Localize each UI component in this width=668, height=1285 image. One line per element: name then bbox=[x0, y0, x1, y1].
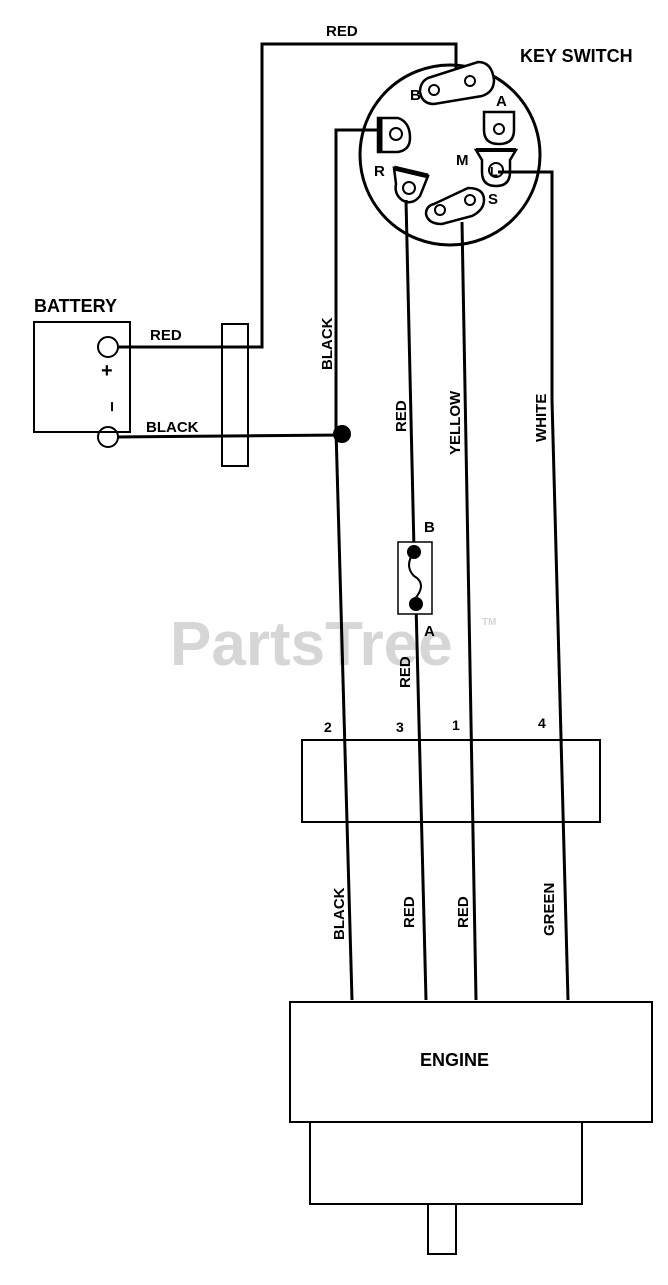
key-switch-label-a: A bbox=[496, 93, 507, 110]
label-white-vertical: WHITE bbox=[533, 394, 550, 442]
engine-base bbox=[309, 1121, 583, 1205]
cable-clamp bbox=[221, 323, 249, 467]
key-switch: B A M R S L bbox=[358, 60, 542, 247]
label-red-top: RED bbox=[326, 23, 358, 40]
label-red-vertical: RED bbox=[393, 400, 410, 432]
wire-black-battery-negative bbox=[117, 433, 343, 439]
label-engine-red-2: RED bbox=[455, 896, 472, 928]
battery-title: BATTERY bbox=[34, 296, 117, 316]
key-switch-terminal-a bbox=[482, 110, 516, 146]
key-switch-title: KEY SWITCH bbox=[520, 46, 633, 66]
key-switch-label-l: L bbox=[490, 164, 498, 179]
key-switch-label-m: M bbox=[456, 152, 469, 169]
label-black-vertical: BLACK bbox=[319, 317, 336, 370]
wire-red-battery-to-b bbox=[118, 42, 458, 349]
key-switch-label-r: R bbox=[374, 163, 385, 180]
fuse-label-a: A bbox=[424, 623, 435, 640]
connector-pin-2: 2 bbox=[324, 719, 332, 735]
key-switch-terminal-r-left bbox=[376, 116, 412, 154]
connector-pin-4: 4 bbox=[538, 715, 546, 731]
wire-yellow bbox=[460, 221, 478, 1001]
key-switch-label-b: B bbox=[410, 87, 421, 104]
connector-pin-1: 1 bbox=[452, 717, 460, 733]
label-black-battery: BLACK bbox=[146, 419, 199, 436]
watermark: PartsTree bbox=[170, 610, 453, 679]
fuse-link bbox=[408, 551, 422, 601]
battery-positive-symbol: + bbox=[101, 360, 113, 382]
engine-body bbox=[289, 1001, 653, 1123]
engine-shaft bbox=[427, 1203, 457, 1255]
key-switch-terminal-b bbox=[418, 60, 496, 106]
battery-body bbox=[33, 321, 131, 433]
fuse-terminal-a bbox=[409, 597, 423, 611]
key-switch-terminal-r-bottom bbox=[392, 165, 430, 204]
wire-black-ground bbox=[334, 128, 380, 1001]
fuse bbox=[397, 541, 433, 615]
key-switch-terminal-s bbox=[424, 186, 486, 226]
wire-red-to-fuse bbox=[404, 199, 416, 551]
ground-junction bbox=[333, 425, 351, 443]
battery: + − bbox=[33, 321, 131, 448]
fuse-label-b: B bbox=[424, 519, 435, 536]
wire-white bbox=[498, 170, 570, 1001]
label-red-after-fuse: RED bbox=[397, 656, 414, 688]
battery-negative-symbol: − bbox=[102, 401, 122, 412]
key-switch-label-s: S bbox=[488, 191, 498, 208]
connector-pin-3: 3 bbox=[396, 719, 404, 735]
label-engine-green: GREEN bbox=[541, 883, 558, 936]
label-yellow-vertical: YELLOW bbox=[447, 390, 464, 455]
wire-red-fuse-to-engine bbox=[414, 603, 428, 1001]
label-engine-black: BLACK bbox=[331, 887, 348, 940]
watermark-tm: TM bbox=[482, 617, 496, 628]
label-red-battery: RED bbox=[150, 327, 182, 344]
key-switch-body bbox=[358, 63, 542, 247]
engine-label: ENGINE bbox=[420, 1050, 489, 1070]
fuse-terminal-b bbox=[407, 545, 421, 559]
label-engine-red-1: RED bbox=[401, 896, 418, 928]
